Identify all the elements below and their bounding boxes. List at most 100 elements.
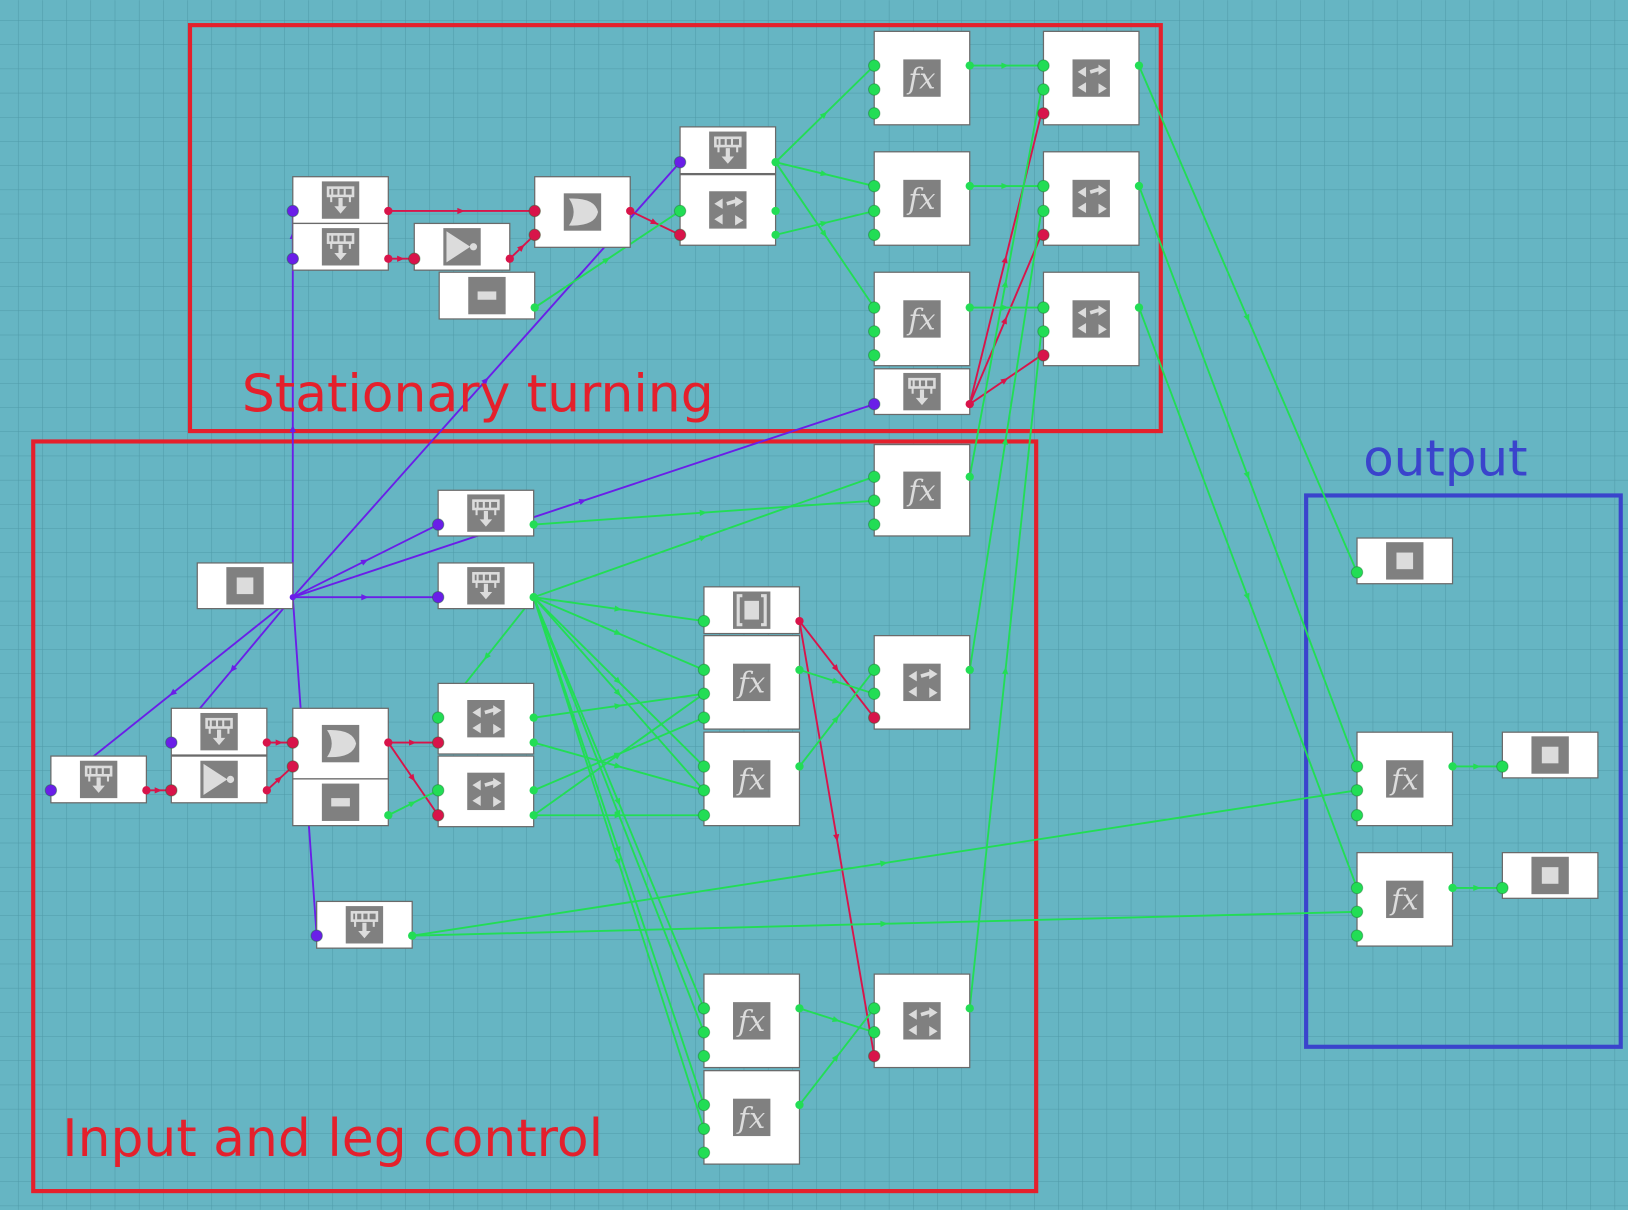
output-port-green[interactable] — [529, 786, 538, 795]
output-port-red[interactable] — [965, 399, 974, 409]
constant-node[interactable] — [438, 271, 539, 320]
input-port-green[interactable] — [431, 784, 445, 797]
output-port-green[interactable] — [965, 665, 974, 675]
function-node[interactable]: fx — [697, 635, 804, 730]
input-port-green[interactable] — [697, 663, 711, 677]
function-node[interactable]: fx — [1350, 731, 1457, 827]
function-node[interactable]: fx — [697, 731, 804, 827]
output-port-green[interactable] — [965, 472, 974, 481]
output-node[interactable] — [1496, 731, 1599, 779]
input-port-green[interactable] — [867, 518, 881, 531]
output-port-green[interactable] — [530, 303, 539, 312]
input-port-green[interactable] — [1496, 881, 1509, 895]
input-port-green[interactable] — [697, 1049, 711, 1063]
input-port-red[interactable] — [867, 1049, 881, 1063]
output-port-red[interactable] — [384, 254, 393, 263]
input-node[interactable] — [286, 176, 393, 225]
input-port-green[interactable] — [867, 1002, 881, 1015]
input-port-red[interactable] — [286, 760, 300, 773]
output-port-green[interactable] — [965, 181, 974, 191]
input-port-red[interactable] — [431, 809, 445, 822]
input-port-green[interactable] — [431, 711, 445, 724]
input-port-green[interactable] — [697, 711, 711, 724]
output-port-green[interactable] — [529, 811, 538, 820]
input-port-green[interactable] — [867, 59, 881, 72]
input-port-red[interactable] — [673, 228, 687, 242]
input-node[interactable] — [431, 489, 538, 537]
output-port-red[interactable] — [795, 616, 804, 626]
input-port-green[interactable] — [867, 470, 881, 484]
switch-node[interactable] — [867, 635, 974, 730]
input-port-green[interactable] — [867, 228, 881, 242]
output-port-green[interactable] — [771, 206, 780, 216]
input-port-red[interactable] — [1037, 228, 1050, 242]
input-port-purple[interactable] — [431, 590, 445, 604]
input-port-red[interactable] — [528, 228, 541, 242]
output-port-green[interactable] — [529, 738, 538, 747]
function-node[interactable]: fx — [867, 443, 974, 537]
input-port-green[interactable] — [697, 1098, 711, 1112]
input-port-green[interactable] — [867, 349, 881, 362]
input-port-green[interactable] — [1350, 809, 1364, 822]
output-port-green[interactable] — [1134, 303, 1144, 312]
input-port-green[interactable] — [1350, 881, 1364, 895]
group-frame-output[interactable] — [1304, 493, 1623, 1049]
output-port-red[interactable] — [384, 206, 393, 216]
output-node[interactable] — [1496, 852, 1599, 899]
input-port-green[interactable] — [697, 809, 711, 822]
not-gate-node[interactable] — [165, 755, 271, 804]
input-port-green[interactable] — [697, 1026, 711, 1039]
input-port-green[interactable] — [867, 204, 881, 218]
output-port-green[interactable] — [529, 713, 538, 722]
input-port-green[interactable] — [697, 614, 711, 628]
function-node[interactable]: fx — [867, 271, 974, 367]
input-port-green[interactable] — [697, 1122, 711, 1136]
output-port-green[interactable] — [965, 1004, 974, 1013]
input-port-green[interactable] — [1037, 83, 1050, 96]
input-port-green[interactable] — [867, 83, 881, 96]
input-port-green[interactable] — [1496, 760, 1509, 773]
output-port-green[interactable] — [1448, 762, 1457, 771]
input-port-green[interactable] — [1037, 204, 1050, 218]
input-port-purple[interactable] — [431, 518, 445, 531]
latch-node[interactable] — [697, 586, 804, 635]
wire-junction[interactable] — [289, 594, 296, 601]
switch-node[interactable] — [673, 174, 780, 246]
output-port-green[interactable] — [408, 931, 417, 940]
input-port-green[interactable] — [867, 663, 881, 677]
or-gate-node[interactable] — [286, 707, 393, 780]
input-node[interactable] — [286, 222, 393, 271]
input-node[interactable] — [867, 368, 974, 416]
output-node[interactable] — [196, 562, 294, 610]
input-port-green[interactable] — [1350, 905, 1364, 919]
input-port-green[interactable] — [1037, 59, 1050, 72]
or-gate-node[interactable] — [528, 176, 635, 248]
input-port-red[interactable] — [1037, 349, 1050, 362]
output-port-red[interactable] — [384, 738, 393, 747]
input-port-red[interactable] — [867, 711, 881, 724]
switch-node[interactable] — [867, 973, 974, 1069]
input-port-red[interactable] — [286, 736, 300, 749]
function-node[interactable]: fx — [867, 30, 974, 126]
group-frame-input-leg-control[interactable] — [31, 439, 1039, 1194]
input-node[interactable] — [44, 755, 151, 804]
output-node[interactable] — [1350, 537, 1454, 585]
input-port-green[interactable] — [867, 494, 881, 507]
switch-node[interactable] — [1037, 30, 1144, 126]
output-port-green[interactable] — [771, 158, 780, 167]
output-port-red[interactable] — [262, 738, 271, 747]
input-port-green[interactable] — [1350, 566, 1364, 579]
input-port-green[interactable] — [867, 107, 881, 120]
node-body[interactable] — [1356, 852, 1454, 947]
switch-node[interactable] — [431, 682, 538, 755]
input-port-green[interactable] — [1037, 325, 1050, 338]
input-port-green[interactable] — [697, 784, 711, 797]
output-port-red[interactable] — [262, 786, 271, 795]
output-port-green[interactable] — [1134, 181, 1144, 191]
input-port-purple[interactable] — [673, 155, 687, 169]
input-node[interactable] — [165, 707, 271, 756]
group-frame-stationary-turning[interactable] — [187, 23, 1163, 434]
output-port-green[interactable] — [771, 230, 780, 240]
input-port-green[interactable] — [867, 325, 881, 338]
input-node[interactable] — [431, 562, 538, 610]
